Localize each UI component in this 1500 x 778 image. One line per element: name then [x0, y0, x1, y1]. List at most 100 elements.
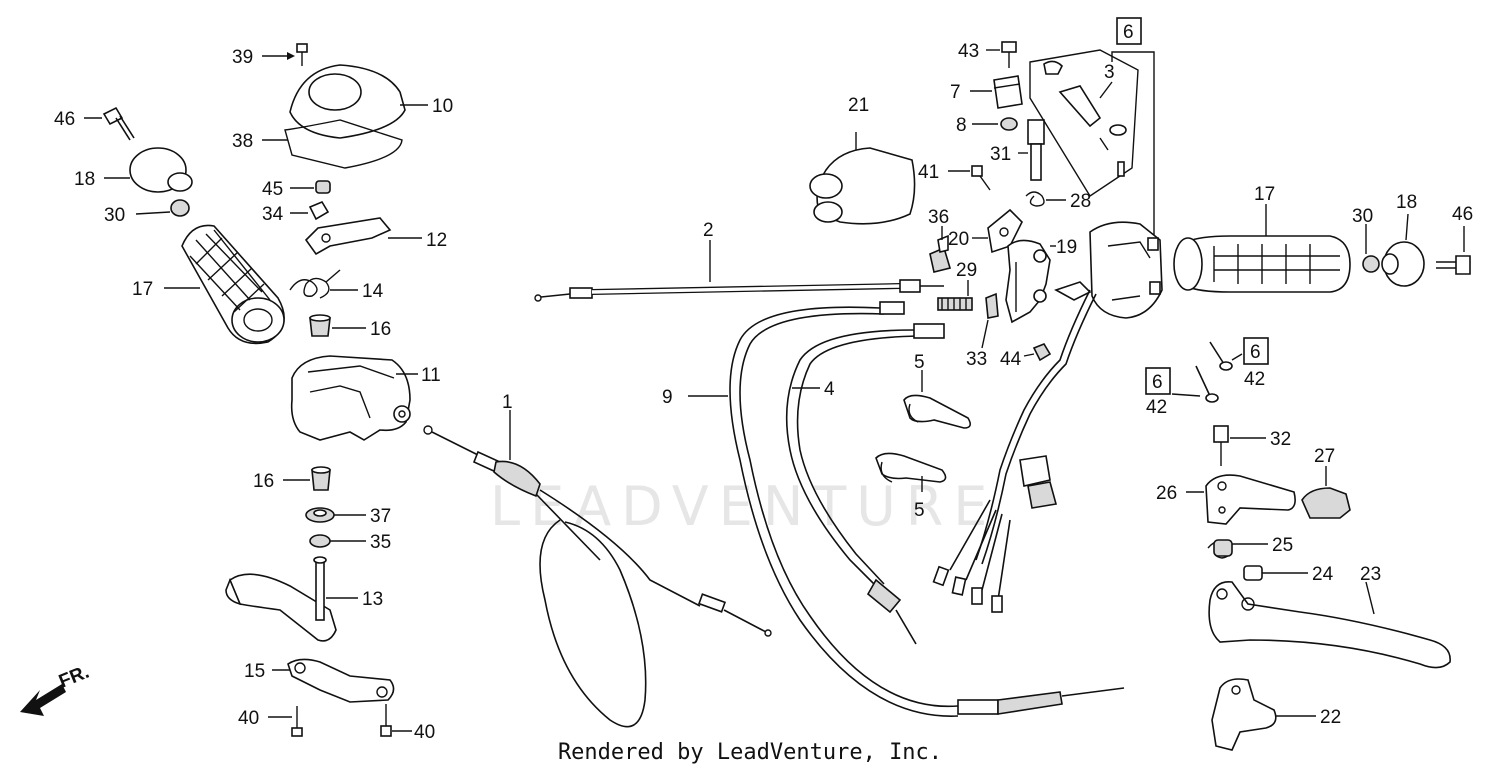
callout-8: 8 — [956, 115, 967, 136]
front-indicator: FR. — [56, 662, 92, 693]
watermark: LEADVENTURE — [490, 475, 997, 538]
callout-46-left: 46 — [54, 109, 75, 130]
spring-29 — [937, 297, 973, 311]
wire-harness — [932, 289, 1097, 613]
callout-18-left: 18 — [74, 169, 95, 190]
switch-7 — [993, 75, 1023, 109]
throttle-lever-13 — [225, 556, 337, 642]
lever-holder-26 — [1205, 474, 1296, 525]
callout-45: 45 — [262, 179, 283, 200]
pin-33 — [985, 292, 999, 319]
callout-30-right: 30 — [1352, 206, 1373, 227]
grip-end-18-left — [129, 147, 193, 193]
callout-31: 31 — [990, 144, 1011, 165]
clutch-lever-23 — [1208, 581, 1451, 669]
callout-16-lower: 16 — [253, 471, 274, 492]
callout-32: 32 — [1270, 429, 1291, 450]
callout-17-left: 17 — [132, 279, 153, 300]
callout-20: 20 — [948, 229, 969, 250]
callout-30-left: 30 — [104, 205, 125, 226]
nut-45 — [315, 180, 331, 194]
cable-2 — [534, 279, 944, 302]
callout-9: 9 — [662, 387, 673, 408]
pad-24 — [1243, 565, 1263, 581]
callout-5-upper: 5 — [914, 352, 925, 373]
callout-17-right: 17 — [1254, 184, 1275, 205]
nut-35 — [309, 534, 331, 548]
callout-11: 11 — [421, 365, 441, 386]
cable-4 — [785, 323, 945, 645]
callout-4: 4 — [824, 379, 835, 400]
screw-41 — [971, 165, 991, 191]
clip-5-lower — [875, 452, 947, 483]
callout-38: 38 — [232, 131, 253, 152]
callout-37: 37 — [370, 506, 391, 527]
screw-40-right — [380, 704, 392, 737]
callout-19: 19 — [1056, 237, 1077, 258]
nut-44 — [1032, 343, 1052, 362]
callout-21: 21 — [848, 95, 869, 116]
callout-28: 28 — [1070, 191, 1091, 212]
callout-24: 24 — [1312, 564, 1334, 585]
washer-8 — [1000, 117, 1018, 131]
bushing-16-upper — [309, 314, 331, 337]
callout-27: 27 — [1314, 446, 1335, 467]
callout-5-lower: 5 — [914, 500, 925, 521]
screw-42-upper — [1209, 341, 1233, 371]
callout-2: 2 — [703, 220, 714, 241]
callout-33: 33 — [966, 349, 987, 370]
ref-box-6-top — [1116, 17, 1142, 45]
callout-46-right: 46 — [1452, 204, 1473, 225]
screw-43 — [1001, 41, 1017, 68]
grip-17-left — [181, 224, 285, 345]
callout-39: 39 — [232, 47, 253, 68]
clutch-bracket-19 — [1005, 239, 1051, 324]
spring-14 — [289, 269, 341, 299]
throttle-housing-11 — [290, 355, 411, 441]
grip-end-18-right — [1381, 241, 1425, 287]
callout-42-right: 42 — [1244, 369, 1265, 390]
bolt-46-right — [1436, 255, 1471, 275]
screw-39 — [296, 43, 308, 66]
ref-box-6-left — [1145, 367, 1171, 395]
clip-5-upper — [903, 394, 972, 429]
cable-9 — [729, 301, 1125, 717]
callout-12: 12 — [426, 230, 447, 251]
cover-21 — [809, 132, 916, 225]
callout-16-upper: 16 — [370, 319, 391, 340]
callout-40-right: 40 — [414, 722, 435, 743]
washer-37 — [305, 507, 335, 523]
callout-42-left: 42 — [1146, 397, 1167, 418]
callout-43: 43 — [958, 41, 979, 62]
callout-26: 26 — [1156, 483, 1177, 504]
collar-30-right — [1362, 255, 1380, 273]
bolt-31 — [1027, 119, 1045, 181]
front-arrow-icon — [20, 684, 66, 716]
callout-14: 14 — [362, 281, 384, 302]
footer-credit: Rendered by LeadVenture, Inc. — [0, 740, 1500, 765]
spring-25 — [1207, 539, 1233, 559]
callout-34: 34 — [262, 204, 284, 225]
callout-40-left: 40 — [238, 708, 259, 729]
callout-3: 3 — [1104, 62, 1115, 83]
footer-text: Rendered by LeadVenture, Inc. — [557, 740, 943, 765]
callout-29: 29 — [956, 260, 977, 281]
callout-18-right: 18 — [1396, 192, 1417, 213]
callout-6-left: 6 — [1152, 372, 1163, 393]
bolt-32 — [1213, 425, 1229, 466]
screw-42-lower — [1195, 365, 1219, 403]
ref-box-6-right — [1243, 337, 1269, 365]
gasket-38 — [284, 119, 403, 169]
collar-30-left — [170, 199, 190, 217]
callout-13: 13 — [362, 589, 383, 610]
callout-6-top: 6 — [1123, 22, 1134, 43]
callout-36: 36 — [928, 207, 949, 228]
callout-22: 22 — [1320, 707, 1341, 728]
lever-bracket-22 — [1211, 678, 1277, 751]
callout-44: 44 — [1000, 349, 1022, 370]
screw-40-left — [291, 706, 303, 737]
callout-7: 7 — [950, 82, 961, 103]
bracket-20 — [987, 208, 1023, 254]
callout-15: 15 — [244, 661, 265, 682]
cover-27 — [1301, 487, 1351, 519]
